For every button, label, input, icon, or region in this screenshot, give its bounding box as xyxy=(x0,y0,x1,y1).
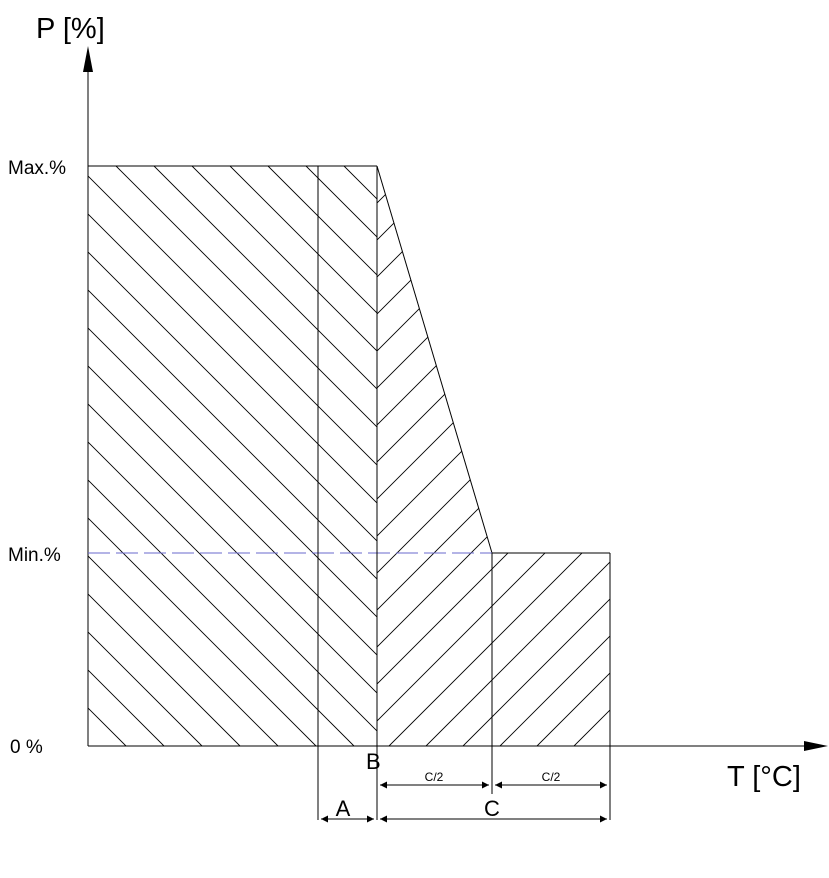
hatch-line xyxy=(759,166,829,746)
hatch-line xyxy=(377,166,563,746)
hatch-line xyxy=(88,441,377,732)
hatch-line xyxy=(88,707,127,746)
hatch-line xyxy=(305,166,377,238)
y-axis-label: P [%] xyxy=(36,13,105,45)
hatch-line xyxy=(377,166,610,746)
hatch-line xyxy=(88,213,377,504)
hatch-line xyxy=(536,166,610,746)
hatch-line xyxy=(88,631,203,746)
hatch-line xyxy=(191,166,377,352)
hatch-line xyxy=(88,745,89,746)
hatch-line xyxy=(377,166,610,746)
hatch-line xyxy=(377,166,526,746)
hatch-line xyxy=(377,166,610,746)
half-c-right-label: C/2 xyxy=(542,770,561,784)
hatch-line xyxy=(88,479,355,746)
hatch-line xyxy=(377,166,489,746)
hatch-line xyxy=(267,166,377,276)
hatch-line xyxy=(800,166,829,746)
hatch-line xyxy=(425,166,610,746)
hatch-region-left xyxy=(0,166,829,746)
hatch-line xyxy=(377,166,610,746)
half-c-left-label: C/2 xyxy=(425,770,444,784)
hatch-line xyxy=(88,289,377,580)
hatch-line xyxy=(722,166,829,746)
hatch-line xyxy=(420,166,829,746)
hatch-line xyxy=(0,166,50,746)
hatch-line xyxy=(88,251,377,542)
hatch-line xyxy=(458,166,829,746)
hatch-line xyxy=(377,166,610,746)
hatch-line xyxy=(88,403,377,694)
hatch-line xyxy=(377,166,415,746)
point-b-label: B xyxy=(366,749,381,774)
dimension-c-label: C xyxy=(484,796,500,821)
hatch-line xyxy=(88,555,279,746)
hatch-line xyxy=(572,166,829,746)
hatch-line xyxy=(648,166,829,746)
hatch-line xyxy=(88,327,377,618)
hatch-line xyxy=(88,175,377,466)
hatch-line xyxy=(388,166,610,746)
hatch-line xyxy=(377,166,610,746)
x-axis-label: T [°C] xyxy=(727,761,801,793)
derating-line xyxy=(376,165,493,554)
hatch-line xyxy=(648,166,829,746)
hatch-line xyxy=(115,166,377,428)
hatch-line xyxy=(611,166,829,746)
hatch-line xyxy=(685,166,829,746)
hatch-line xyxy=(229,166,377,314)
hatch-line xyxy=(724,166,829,746)
hatch-line xyxy=(153,166,377,390)
x-axis-arrow xyxy=(804,741,828,751)
hatch-line xyxy=(573,166,610,746)
hatch-line xyxy=(0,166,340,746)
hatch-line xyxy=(610,166,829,746)
hatch-line xyxy=(377,166,610,746)
hatch-line xyxy=(686,166,829,746)
hatch-line xyxy=(88,517,317,746)
hatch-line xyxy=(462,166,610,746)
hatch-line xyxy=(499,166,610,746)
hatch-line xyxy=(377,166,610,746)
hatch-region-right xyxy=(0,166,829,746)
hatch-line xyxy=(534,166,829,746)
hatch-line xyxy=(377,166,610,746)
hatch-line xyxy=(382,166,829,746)
y-tick-min: Min.% xyxy=(8,545,61,566)
hatch-line xyxy=(377,166,378,746)
hatch-line xyxy=(496,166,829,746)
hatch-line xyxy=(88,593,241,746)
hatch-line xyxy=(762,166,829,746)
y-tick-max: Max.% xyxy=(8,158,66,179)
y-tick-zero: 0 % xyxy=(10,737,43,758)
hatch-line xyxy=(88,365,377,656)
hatch-line xyxy=(377,166,600,746)
dimension-a-label: A xyxy=(336,796,351,821)
hatch-line xyxy=(796,166,829,746)
y-axis-arrow xyxy=(83,46,93,72)
